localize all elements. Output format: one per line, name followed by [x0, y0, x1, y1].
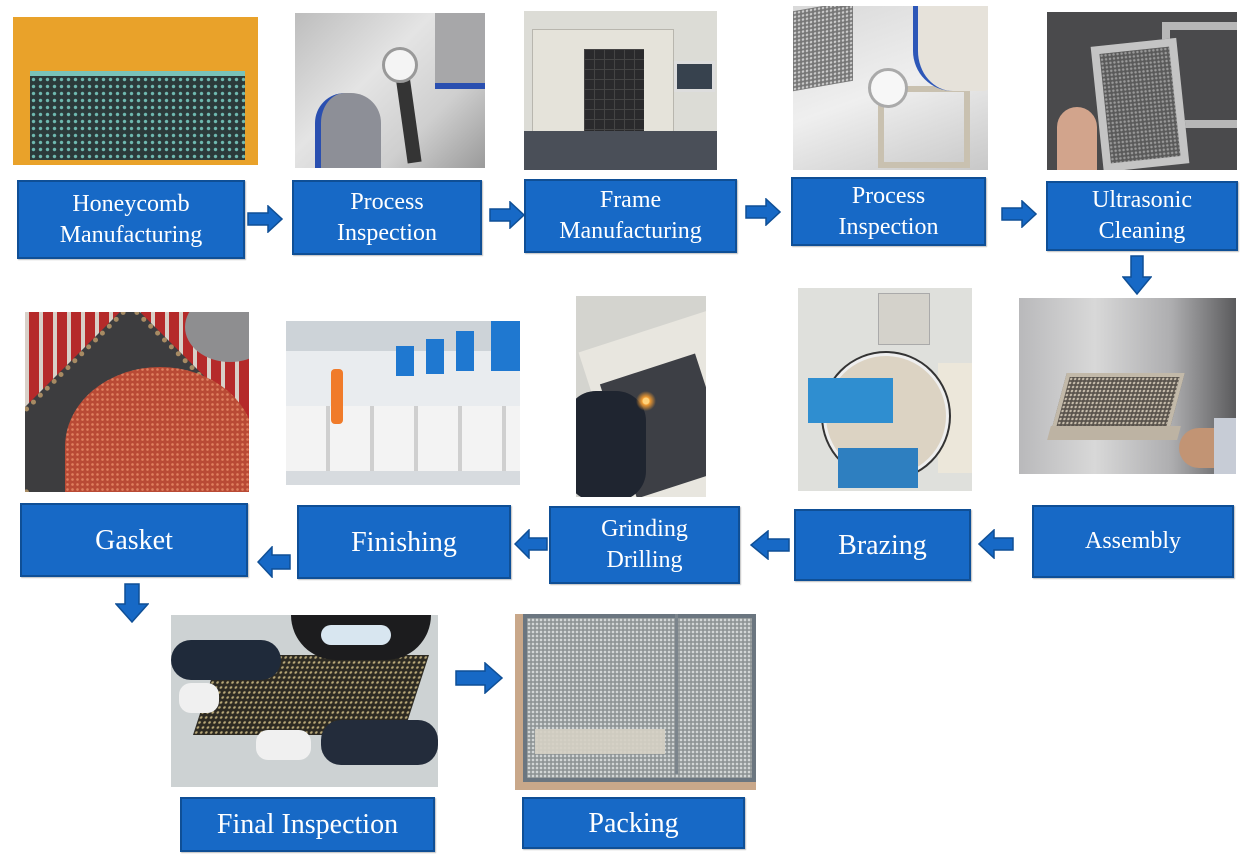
- step-assembly: Assembly: [1032, 505, 1234, 578]
- step-finishing: Finishing: [297, 505, 511, 579]
- arrow-right-icon: [1001, 200, 1037, 228]
- arrow-down-icon: [115, 583, 149, 623]
- step-process-inspection-2: Process Inspection: [791, 177, 986, 246]
- arrow-down-icon: [1122, 255, 1152, 295]
- step-frame-manufacturing: Frame Manufacturing: [524, 179, 737, 253]
- arrow-left-icon: [750, 530, 790, 560]
- step-gasket: Gasket: [20, 503, 248, 577]
- step-label: Ultrasonic Cleaning: [1092, 187, 1192, 244]
- arrow-left-icon: [978, 529, 1014, 559]
- step-brazing: Brazing: [794, 509, 971, 581]
- step-label: Process Inspection: [838, 182, 939, 240]
- honeycomb-core-photo: [13, 17, 258, 165]
- arrow-right-icon: [455, 662, 503, 694]
- step-label: Assembly: [1085, 528, 1181, 554]
- arrow-right-icon: [745, 198, 781, 226]
- step-label: Honeycomb Manufacturing: [59, 190, 203, 248]
- gasket-seal-photo: [25, 312, 249, 492]
- arrow-right-icon: [247, 205, 283, 233]
- vacuum-furnace-photo: [798, 288, 972, 491]
- arrow-right-icon: [489, 201, 525, 229]
- step-final-inspection: Final Inspection: [180, 797, 435, 852]
- final-inspection-photo: [171, 615, 438, 787]
- assembled-seal-photo: [1019, 298, 1236, 474]
- bubble-wrap-packing-photo: [515, 614, 756, 790]
- step-label: Final Inspection: [216, 809, 399, 840]
- step-packing: Packing: [522, 797, 745, 849]
- step-honeycomb-manufacturing: Honeycomb Manufacturing: [17, 180, 245, 259]
- step-label: Grinding Drilling: [601, 516, 688, 573]
- step-label: Finishing: [351, 526, 457, 558]
- step-label: Gasket: [95, 524, 173, 556]
- step-label: Brazing: [838, 529, 927, 561]
- plating-line-photo: [286, 321, 520, 485]
- dial-caliper-honeycomb-photo: [295, 13, 485, 168]
- arrow-left-icon: [514, 529, 548, 559]
- step-process-inspection-1: Process Inspection: [292, 180, 482, 255]
- cnc-machine-photo: [524, 11, 717, 170]
- step-grinding-drilling: Grinding Drilling: [549, 506, 740, 584]
- arrow-left-icon: [257, 546, 291, 578]
- step-ultrasonic-cleaning: Ultrasonic Cleaning: [1046, 181, 1238, 251]
- step-label: Packing: [588, 807, 679, 839]
- cleaned-frames-photo: [1047, 12, 1237, 170]
- grinding-sparks-photo: [576, 296, 706, 497]
- step-label: Process Inspection: [337, 188, 437, 246]
- dial-caliper-frame-photo: [793, 6, 988, 170]
- step-label: Frame Manufacturing: [559, 187, 702, 244]
